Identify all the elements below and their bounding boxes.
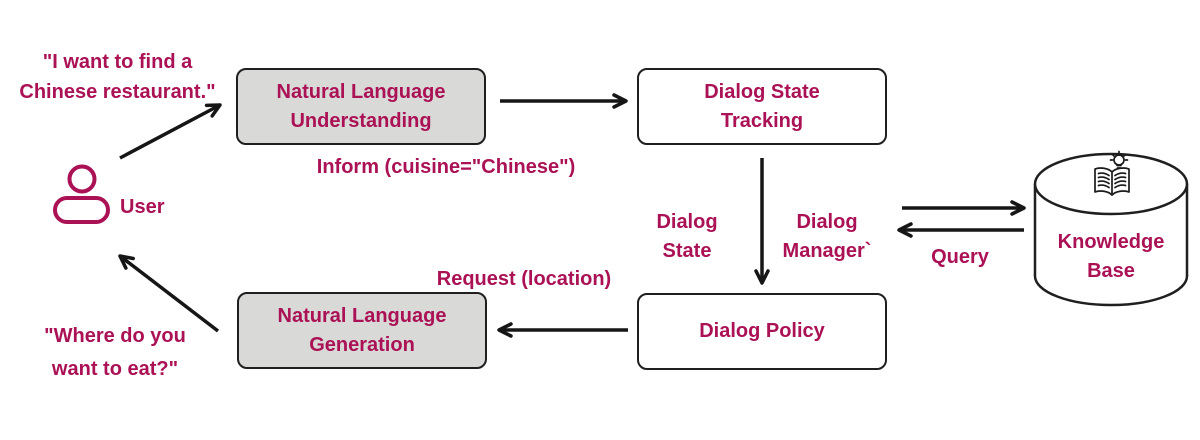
user-label: User: [120, 196, 165, 218]
user-utterance-request: "I want to find a Chinese restaurant.": [19, 51, 216, 103]
knowledge-base-label: Knowledge Base: [1057, 231, 1165, 282]
system-utterance-response: "Where do you want to eat?": [44, 325, 186, 380]
knowledge-base-cylinder: [1033, 152, 1189, 307]
arrow-nlg-to-user: [118, 254, 220, 333]
nlu-label-line2: Understanding: [290, 109, 432, 132]
request-annotation: Request (location): [436, 268, 612, 290]
dialog-policy-box: Dialog Policy: [637, 293, 887, 370]
nlg-label-line1: Natural Language: [277, 304, 447, 327]
dst-label-line2: Tracking: [720, 109, 804, 132]
dialog-policy-label: Dialog Policy: [699, 320, 825, 342]
nlg-box: Natural Language Generation: [237, 292, 487, 369]
nlu-label-line1: Natural Language: [276, 80, 446, 103]
open-book-lightbulb-icon: [1094, 150, 1130, 196]
inform-annotation: Inform (cuisine="Chinese"): [316, 156, 576, 178]
arrow-user-to-nlu: [119, 103, 222, 160]
query-annotation: Query: [931, 246, 989, 268]
nlu-box: Natural Language Understanding: [236, 68, 486, 145]
dialog-manager-annotation: Dialog Manager`: [782, 211, 872, 262]
nlg-label-line2: Generation: [309, 333, 415, 356]
dst-box: Dialog State Tracking: [637, 68, 887, 145]
dialog-state-annotation: Dialog State: [656, 211, 718, 262]
dst-label-line1: Dialog State: [704, 80, 820, 103]
